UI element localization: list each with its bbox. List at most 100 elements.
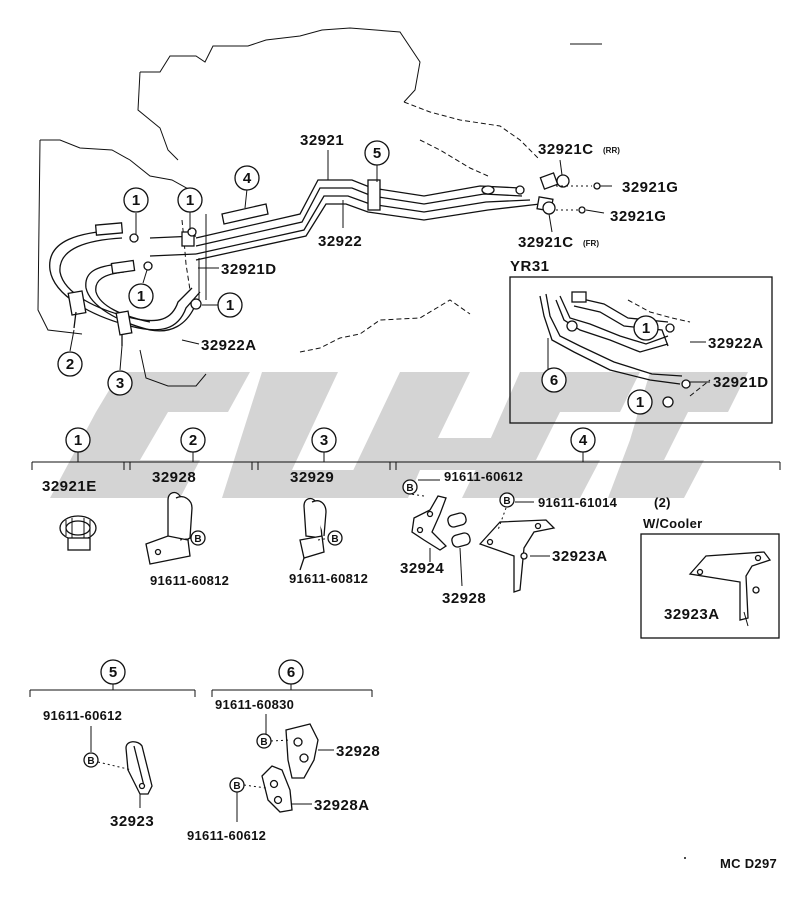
bolt-b-icon: B [499,492,515,508]
svg-text:2: 2 [66,356,74,373]
group-6-part-a: 32928 [336,743,380,760]
group-1-callout: 1 [65,427,91,453]
group-2: 2 32928 B 91611-60812 [145,427,229,588]
callout-3: 3 [107,370,133,396]
group-5-callout: 5 [100,659,126,685]
label-yr31: YR31 [510,258,550,275]
callout-5: 5 [364,140,390,166]
bolt-b-icon: B [256,733,272,749]
group-1-part: 32921E [42,478,97,495]
callout-1-inset-b: 1 [627,389,653,415]
cushion-32928-drawing [447,512,471,587]
svg-text:5: 5 [109,664,117,681]
group-5-bolt: 91611-60612 [43,708,122,723]
svg-text:1: 1 [186,192,194,209]
svg-text:B: B [194,534,201,545]
group-2-bolt: 91611-60812 [150,573,229,588]
bolt-b-icon: B [83,752,99,768]
svg-text:1: 1 [137,288,145,305]
group-2-part: 32928 [152,469,196,486]
label-32921c-fr: 32921C [518,234,574,251]
svg-text:1: 1 [74,432,82,449]
svg-text:6: 6 [550,372,558,389]
svg-text:B: B [260,737,267,748]
group-4-bolt-a: 91611-60612 [444,469,523,484]
bolt-b-icon: B [327,530,343,546]
inset-yr31-frame [509,276,773,424]
label-32922a-inset: 32922A [708,335,764,352]
callout-6-inset: 6 [541,367,567,393]
group-4-bolt-b-qty: (2) [654,495,671,510]
group-3-part: 32929 [290,469,334,486]
bracket-wcooler-drawing [688,551,772,627]
bolt-b-icon: B [190,530,206,546]
label-32921d-inset: 32921D [713,374,769,391]
leader-lines [69,150,612,371]
wcooler-part: 32923A [664,606,720,623]
group-5: 5 91611-60612 B 32923 [29,659,196,830]
svg-text:6: 6 [287,664,295,681]
group-4: 4 B 91611-60612 B 91611-61014 (2) 3292 [400,427,780,639]
svg-text:B: B [331,534,338,545]
svg-text:5: 5 [373,145,381,162]
group-6-bolt-a: 91611-60830 [215,697,294,712]
clamp-32928-drawing [270,723,334,779]
bolt-b-icon: B [229,777,245,793]
label-32921c-fr-suffix: (FR) [583,239,599,248]
label-32921d: 32921D [221,261,277,278]
wcooler-frame [640,533,780,639]
svg-text:4: 4 [243,170,252,187]
group-1: 1 32921E [42,427,97,551]
group-6: 6 91611-60830 B 32928 B 32928A 91611-606… [187,659,380,843]
label-32921c-rr-suffix: (RR) [603,146,620,155]
bracket-32924-drawing [409,493,448,562]
group-3-callout: 3 [311,427,337,453]
callout-1-b: 1 [177,187,203,213]
group-6-part-b: 32928A [314,797,370,814]
callout-1-c: 1 [128,283,154,309]
drawing-code: MC D297 [720,856,777,871]
clip-32923-drawing [97,741,153,808]
fitting-fr [536,196,556,215]
svg-text:3: 3 [320,432,328,449]
label-32921: 32921 [300,132,344,149]
pipe-assembly [49,172,601,346]
bracket-32929-drawing [299,497,331,571]
group-4-bolt-b: 91611-61014 [538,495,618,510]
speck [684,857,686,859]
group-6-callout: 6 [278,659,304,685]
label-32921g-a: 32921G [622,179,678,196]
label-32921c-rr: 32921C [538,141,594,158]
callout-4: 4 [234,165,260,191]
clamp-32928a-drawing [243,765,312,813]
bracket-32923a-drawing [478,507,556,593]
group-2-callout: 2 [180,427,206,453]
svg-text:B: B [503,496,510,507]
label-32921g-b: 32921G [610,208,666,225]
group-3-bolt: 91611-60812 [289,571,368,586]
inset-yr31-pipes [539,291,711,408]
svg-text:1: 1 [132,192,140,209]
group-4-part-a: 32924 [400,560,444,577]
bolt-b-icon: B [402,479,418,495]
svg-text:B: B [233,781,240,792]
bracket-32928-drawing [145,491,193,565]
hose-clamp-drawing [59,515,97,551]
group-4-part-c: 32923A [552,548,608,565]
svg-text:1: 1 [642,320,650,337]
group-bracket-row [31,452,781,470]
svg-text:4: 4 [579,432,588,449]
svg-text:2: 2 [189,432,197,449]
group-6-bolt-b: 91611-60612 [187,828,266,843]
svg-text:B: B [87,756,94,767]
label-32922a: 32922A [201,337,257,354]
callout-1-d: 1 [217,292,243,318]
svg-text:1: 1 [226,297,234,314]
group-4-part-b: 32928 [442,590,486,607]
engine-outline [37,27,602,387]
fitting-rr [539,172,570,190]
svg-text:1: 1 [636,394,644,411]
group-4-callout: 4 [570,427,596,453]
